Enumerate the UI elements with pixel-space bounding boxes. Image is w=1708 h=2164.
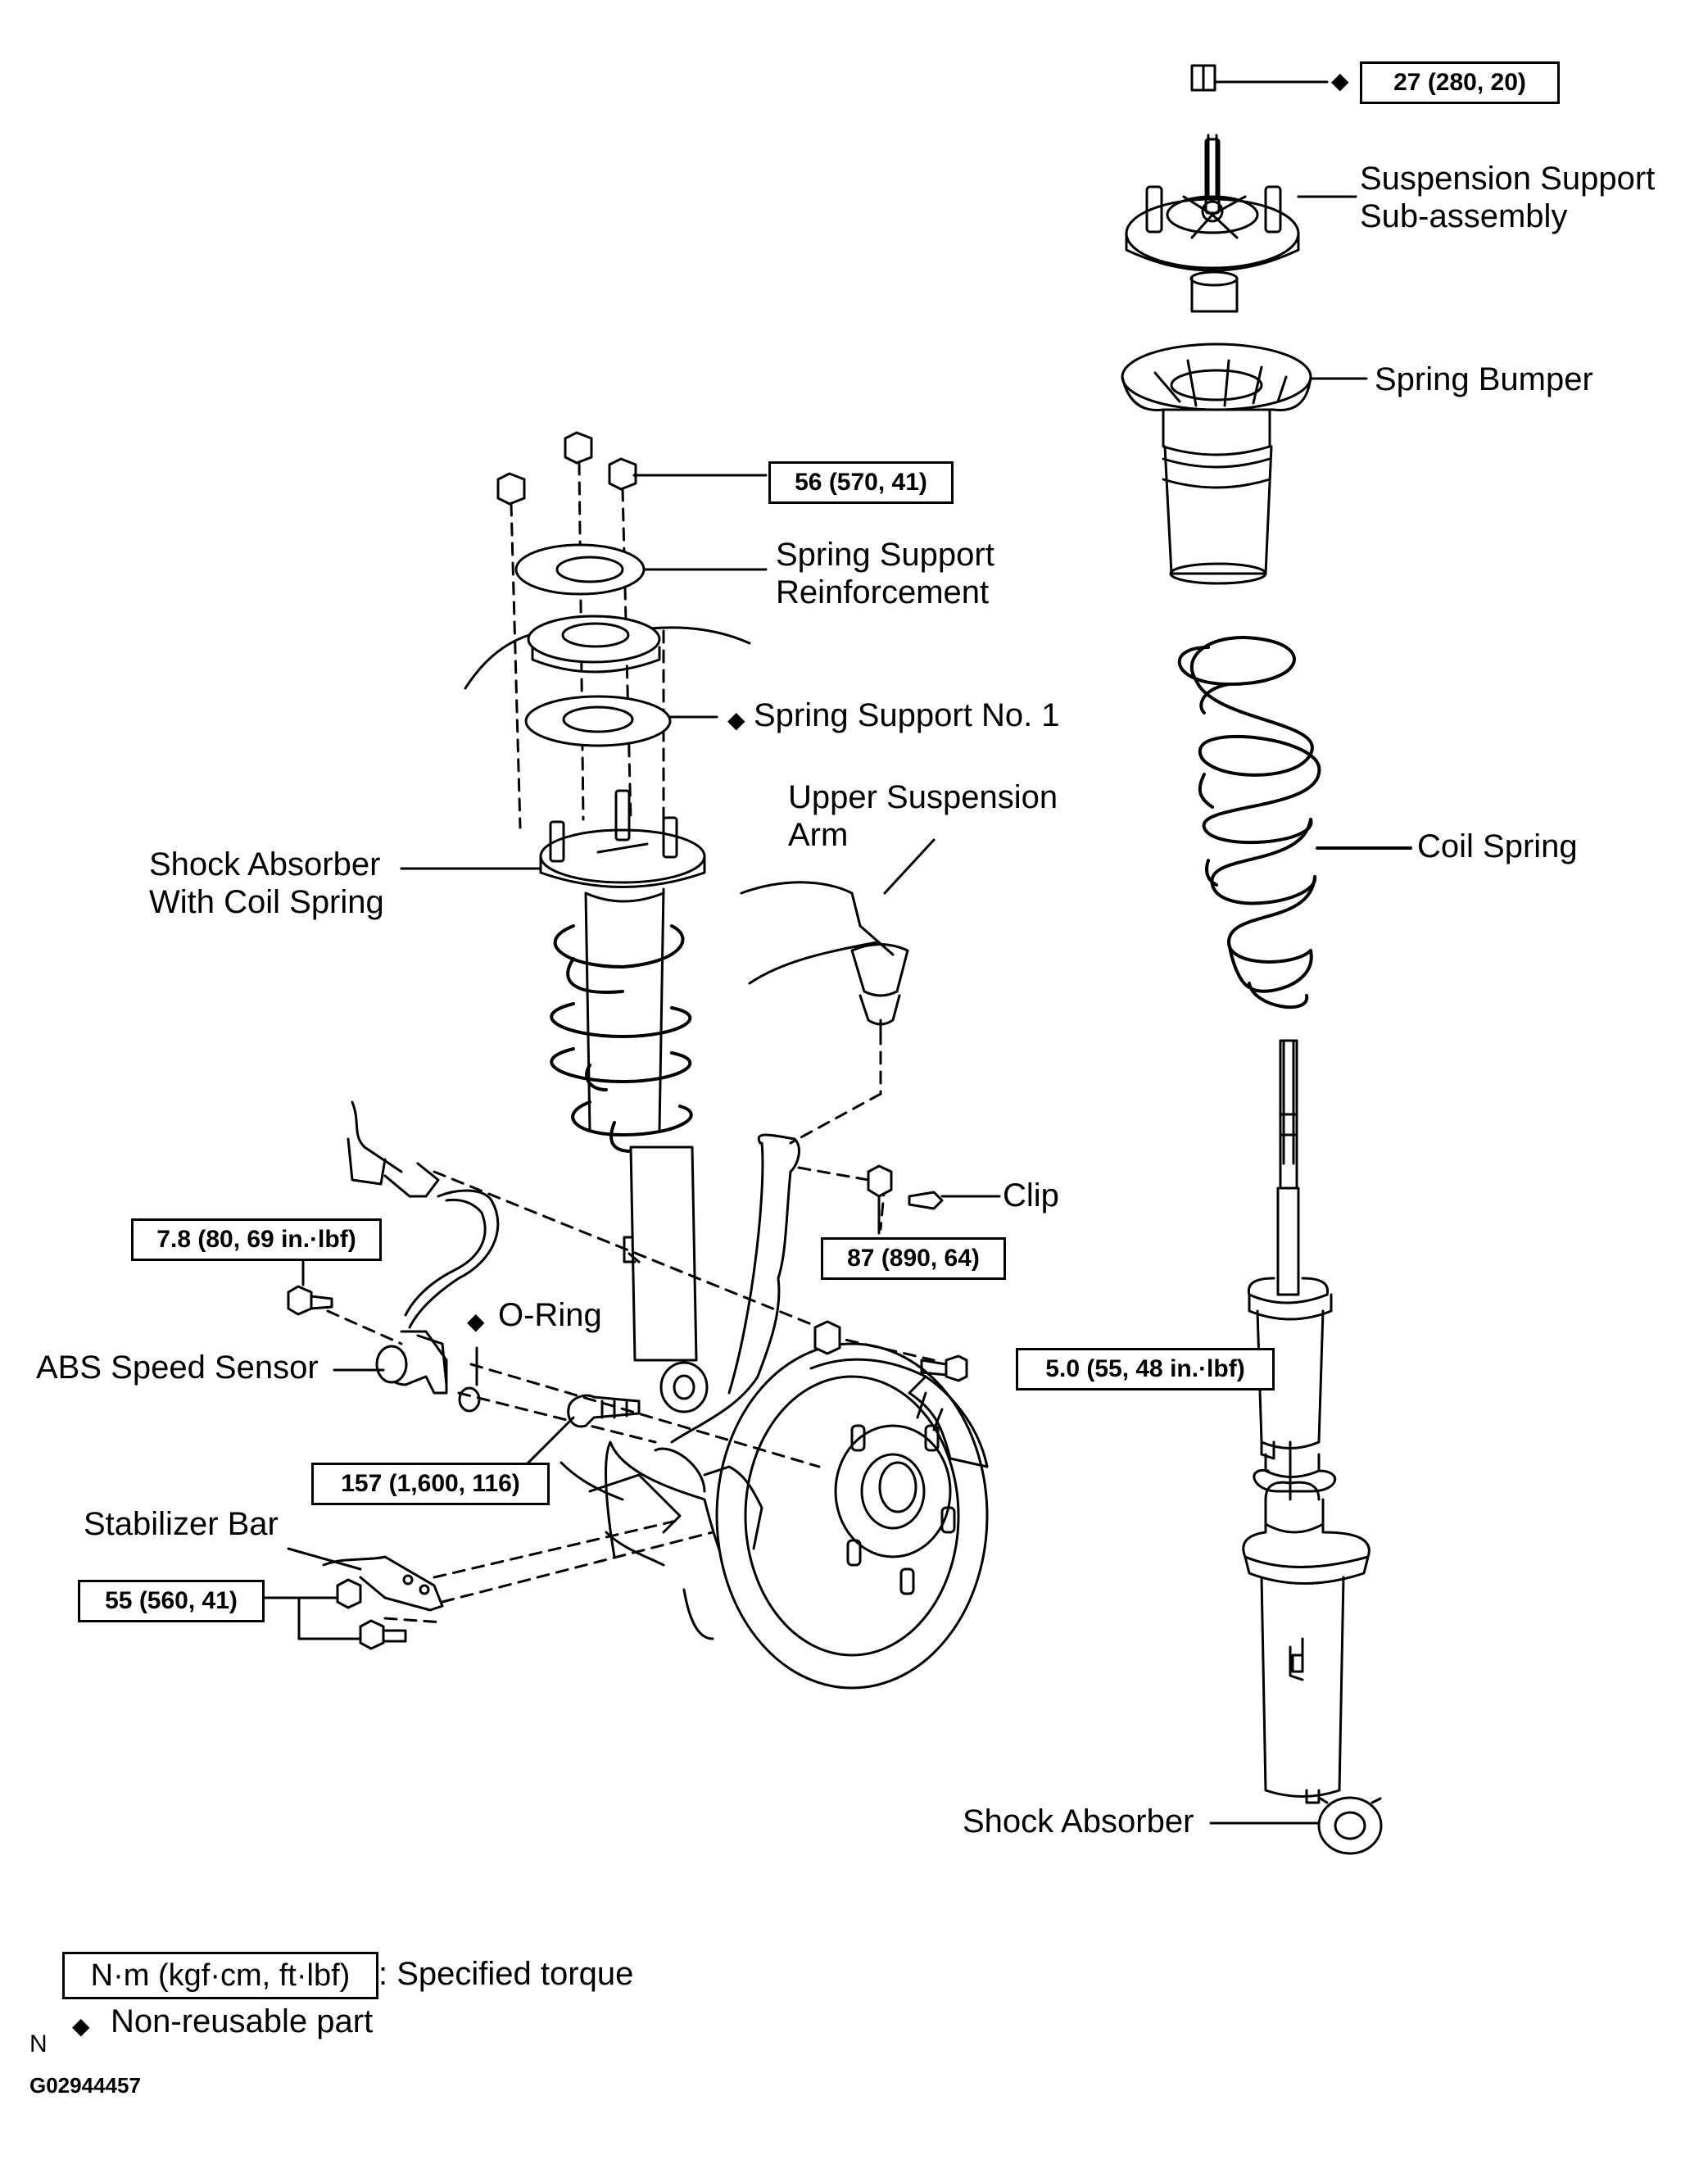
label-clip: Clip xyxy=(1003,1177,1059,1214)
shock-with-coil-spring xyxy=(400,789,709,1413)
legend-non-reusable-desc: Non-reusable part xyxy=(111,2003,374,2039)
torque-157: 157 (1,600, 116) xyxy=(311,1463,550,1505)
label-stabilizer-bar: Stabilizer Bar xyxy=(84,1506,279,1542)
label-suspension-support-2: Sub-assembly xyxy=(1360,198,1568,234)
bolts xyxy=(262,1164,1001,1650)
spring-support-no1 xyxy=(524,695,718,747)
abs-sensor-harness xyxy=(326,1100,936,1444)
non-reusable-marker-spring-support: ◆ xyxy=(727,707,745,733)
footer-letter: N xyxy=(29,2030,48,2057)
knuckle-arm-link xyxy=(789,1031,886,1231)
torque-56: 56 (570, 41) xyxy=(768,461,954,504)
torque-55: 55 (560, 41) xyxy=(78,1580,265,1622)
non-reusable-marker-o-ring: ◆ xyxy=(467,1309,485,1334)
top-nut xyxy=(1190,64,1329,92)
label-spring-support-no1: Spring Support No. 1 xyxy=(754,697,1060,733)
brake-disc xyxy=(703,1342,989,1690)
stabilizer-bar xyxy=(287,1518,714,1624)
label-coil-spring: Coil Spring xyxy=(1417,828,1578,864)
suspension-support-sub-assembly xyxy=(1125,134,1357,313)
label-spring-support-reinforcement-1: Spring Support xyxy=(776,537,994,573)
shock-absorber-right xyxy=(1209,1039,1383,1855)
torque-7-8: 7.8 (80, 69 in.·lbf) xyxy=(131,1218,382,1261)
non-reusable-marker-27: ◆ xyxy=(1331,68,1349,93)
spring-bumper xyxy=(1121,343,1368,585)
legend-non-reusable-marker: ◆ xyxy=(72,2013,90,2039)
spring-support-reinforcement xyxy=(464,543,768,690)
upper-suspension-arm xyxy=(740,838,936,1034)
label-spring-bumper: Spring Bumper xyxy=(1375,361,1593,397)
torque-5-0: 5.0 (55, 48 in.·lbf) xyxy=(1016,1348,1275,1390)
torque-87: 87 (890, 64) xyxy=(821,1237,1006,1280)
label-shock-with-coil-2: With Coil Spring xyxy=(149,884,384,920)
lower-links xyxy=(560,1447,706,1534)
label-upper-suspension-arm-1: Upper Suspension xyxy=(788,779,1058,815)
label-suspension-support-1: Suspension Support xyxy=(1360,161,1656,197)
label-abs-speed-sensor: ABS Speed Sensor xyxy=(36,1350,319,1386)
label-o-ring: O-Ring xyxy=(498,1297,602,1333)
label-shock-absorber: Shock Absorber xyxy=(963,1803,1194,1840)
label-spring-support-reinforcement-2: Reinforcement xyxy=(776,574,990,610)
top-nuts-56 xyxy=(496,431,768,506)
torque-27: 27 (280, 20) xyxy=(1360,61,1560,104)
label-shock-with-coil-1: Shock Absorber xyxy=(149,846,381,882)
footer-code: G02944457 xyxy=(29,2073,141,2098)
legend-torque-unit: N·m (kgf·cm, ft·lbf) xyxy=(62,1952,378,1999)
legend-torque-desc: : Specified torque xyxy=(378,1956,634,1992)
label-upper-suspension-arm-2: Arm xyxy=(788,817,849,853)
coil-spring-right xyxy=(1177,636,1412,1009)
